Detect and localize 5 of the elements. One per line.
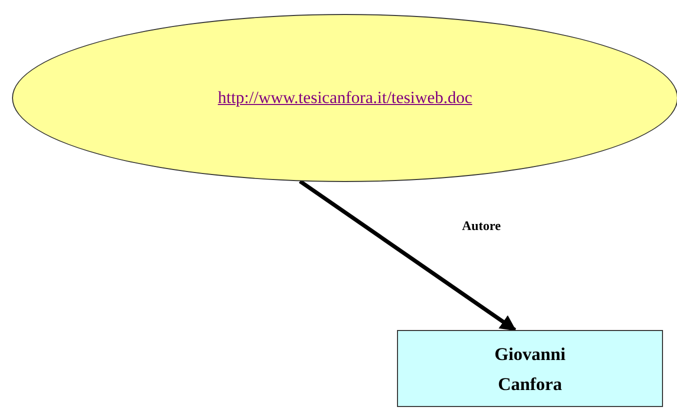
edge-label: Autore bbox=[462, 217, 501, 235]
arrow bbox=[298, 180, 516, 332]
uri-link: http://www.tesicanfora.it/tesiweb.doc bbox=[218, 87, 472, 110]
literal-box bbox=[397, 330, 663, 407]
node-text: Giovanni Canfora bbox=[493, 343, 567, 396]
